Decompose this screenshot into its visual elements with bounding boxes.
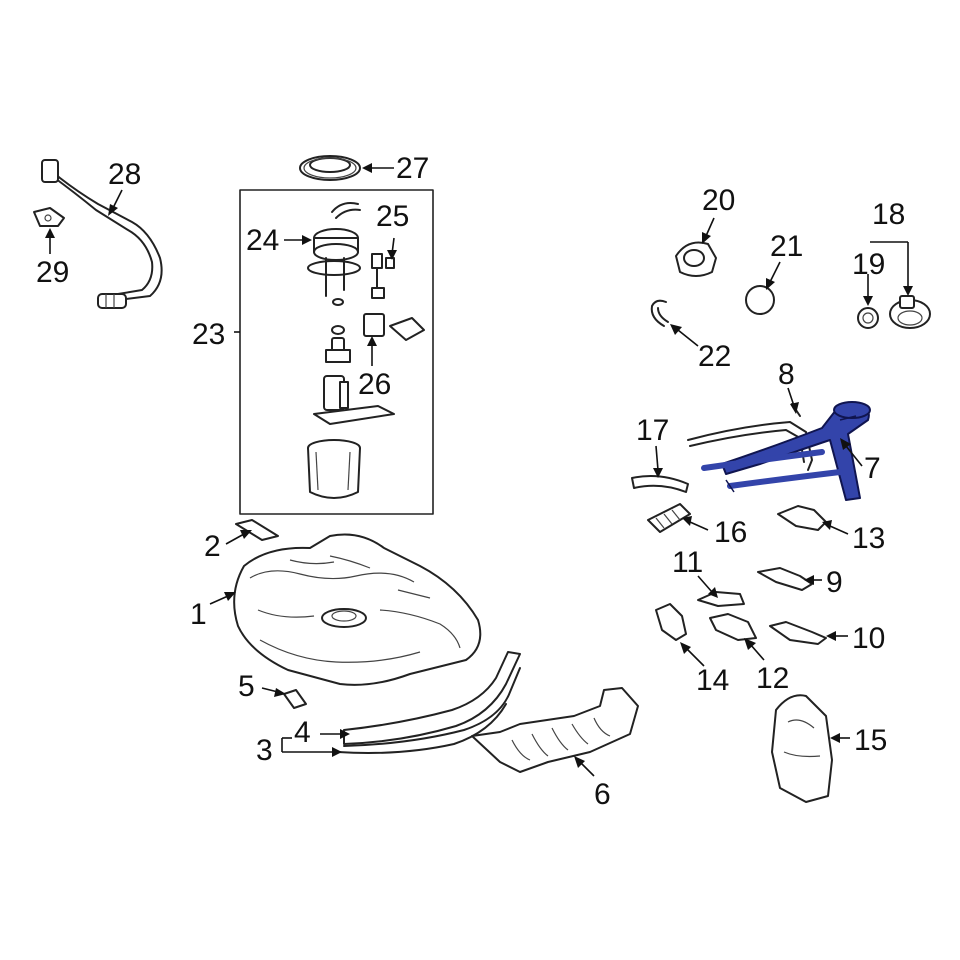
leader-lines [45, 163, 913, 777]
callout-8: 8 [778, 358, 795, 391]
callout-27: 27 [396, 152, 429, 185]
part-25-fuel-sensor[interactable] [371, 253, 395, 299]
part-10-bracket[interactable] [769, 621, 827, 645]
callout-5: 5 [238, 670, 255, 703]
part-26-pump-components[interactable] [313, 313, 425, 425]
part-2-pad[interactable] [235, 519, 279, 541]
callout-22: 22 [698, 340, 731, 373]
part-1-fuel-tank[interactable] [233, 533, 482, 686]
part-12-bracket[interactable] [709, 613, 757, 641]
part-28-fuel-line[interactable] [41, 159, 163, 309]
callout-7: 7 [864, 452, 881, 485]
part-19-seal[interactable] [857, 307, 879, 329]
part-23-pump-assembly-box [239, 189, 434, 515]
part-16-corrugated-hose[interactable] [647, 503, 691, 533]
callout-25: 25 [376, 200, 409, 233]
callout-10: 10 [852, 622, 885, 655]
part-9-bracket[interactable] [757, 567, 813, 591]
callout-28: 28 [108, 158, 141, 191]
part-23-fuel-pump-bucket[interactable] [307, 439, 361, 499]
part-13-bracket[interactable] [777, 505, 827, 531]
callout-17: 17 [636, 414, 669, 447]
callout-2: 2 [204, 530, 221, 563]
part-20-filler-housing[interactable] [675, 241, 717, 277]
callout-1: 1 [190, 598, 207, 631]
part-18-fuel-cap[interactable] [889, 295, 931, 329]
part-21-ring[interactable] [745, 285, 775, 315]
part-15-filler-shield[interactable] [771, 694, 833, 803]
callout-19: 19 [852, 248, 885, 281]
callout-21: 21 [770, 230, 803, 263]
callout-18: 18 [872, 198, 905, 231]
part-6-heat-shield[interactable] [471, 687, 639, 773]
callout-26: 26 [358, 368, 391, 401]
callout-24: 24 [246, 224, 279, 257]
callout-14: 14 [696, 664, 729, 697]
callout-12: 12 [756, 662, 789, 695]
part-17-hose[interactable] [631, 475, 689, 493]
callout-labels: 1 2 3 4 5 6 7 8 9 10 11 12 13 14 15 16 1… [36, 152, 905, 811]
callout-3: 3 [256, 734, 273, 767]
part-24-pump-flange[interactable] [307, 202, 361, 306]
callout-29: 29 [36, 256, 69, 289]
callout-6: 6 [594, 778, 611, 811]
callout-4: 4 [294, 716, 311, 749]
part-27-lock-ring[interactable] [299, 155, 361, 181]
part-11-bracket[interactable] [697, 591, 745, 607]
callout-15: 15 [854, 724, 887, 757]
callout-13: 13 [852, 522, 885, 555]
callout-20: 20 [702, 184, 735, 217]
callout-9: 9 [826, 566, 843, 599]
part-29-bracket[interactable] [33, 207, 65, 227]
callout-23: 23 [192, 318, 225, 351]
part-7-fuel-filler-pipe-highlighted[interactable] [701, 401, 871, 501]
part-5-cushion[interactable] [283, 689, 307, 709]
part-14-protector[interactable] [655, 603, 687, 641]
callout-11: 11 [672, 546, 703, 579]
part-22-gasket[interactable] [650, 299, 669, 327]
callout-16: 16 [714, 516, 747, 549]
part-3-4-tank-straps[interactable] [337, 651, 521, 754]
